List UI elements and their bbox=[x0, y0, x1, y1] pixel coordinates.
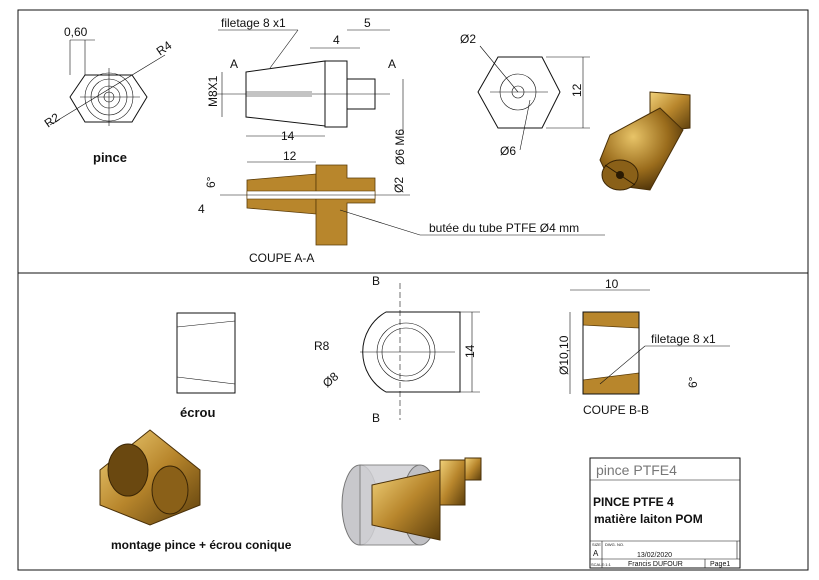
section-a-right: A bbox=[388, 57, 396, 71]
size-value: A bbox=[593, 549, 599, 558]
sheet-border bbox=[17, 9, 809, 571]
ecrou-angle: 6° bbox=[686, 376, 700, 388]
dim-chamfer: 0,60 bbox=[64, 25, 88, 39]
section-b-top: B bbox=[372, 274, 380, 288]
section-a-a: 12 6° 4 Ø2 butée du tube PTFE Ø4 mm COUP… bbox=[198, 149, 605, 265]
scale-label: SCALE:1:1 bbox=[591, 562, 612, 567]
material-note: matière laiton POM bbox=[594, 512, 703, 526]
drawing-title: PINCE PTFE 4 bbox=[593, 495, 674, 509]
section-b-bottom: B bbox=[372, 411, 380, 425]
dim-m6: Ø6 M6 bbox=[393, 129, 407, 165]
dim-r2: R2 bbox=[42, 110, 63, 130]
dim-ecrou-14: 14 bbox=[463, 344, 477, 358]
pince-3d-render bbox=[599, 91, 691, 191]
dim-10: 10 bbox=[605, 277, 619, 291]
section-phi2: Ø2 bbox=[392, 177, 406, 193]
ecrou-side-view: écrou bbox=[176, 312, 236, 420]
ecrou-thread-note: filetage 8 x1 bbox=[651, 332, 716, 346]
thread-note: filetage 8 x1 bbox=[221, 16, 286, 30]
dim-phi10: Ø10,10 bbox=[557, 335, 571, 375]
pince-front-view: 0,60 R4 R2 pince bbox=[42, 25, 175, 165]
author: Francis DUFOUR bbox=[628, 561, 683, 568]
section-dim-12: 12 bbox=[283, 149, 297, 163]
pince-side-view: filetage 8 x1 5 4 A A M8X1 14 Ø6 M6 bbox=[206, 16, 407, 165]
pince-end-view: 12 Ø2 Ø6 bbox=[460, 32, 590, 158]
dim-m8: M8X1 bbox=[206, 75, 220, 107]
dim-5: 5 bbox=[364, 16, 371, 30]
part-name: pince PTFE4 bbox=[596, 462, 677, 478]
dim-14: 14 bbox=[281, 129, 295, 143]
ecrou-3d-render bbox=[99, 429, 201, 526]
dim-r4: R4 bbox=[154, 38, 175, 58]
section-dim-4: 4 bbox=[198, 202, 205, 216]
section-b-b: 10 Ø10,10 filetage 8 x1 6° COUPE B-B bbox=[557, 277, 730, 417]
dim-4: 4 bbox=[333, 33, 340, 47]
dim-phi6: Ø6 bbox=[500, 144, 516, 158]
dim-12: 12 bbox=[570, 83, 584, 97]
section-note: butée du tube PTFE Ø4 mm bbox=[429, 221, 579, 235]
dim-phi2: Ø2 bbox=[460, 32, 476, 46]
size-label: SIZE bbox=[592, 542, 601, 547]
page-number: Page1 bbox=[710, 561, 730, 568]
section-b-label: COUPE B-B bbox=[583, 403, 649, 417]
assembly-label: montage pince + écrou conique bbox=[111, 538, 292, 552]
dim-phi8: Ø8 bbox=[320, 369, 342, 390]
drawing-date: 13/02/2020 bbox=[637, 552, 672, 559]
dwg-no-label: DWG. NO. bbox=[605, 542, 624, 547]
dim-r8: R8 bbox=[314, 339, 330, 353]
section-angle: 6° bbox=[204, 176, 218, 188]
ecrou-label: écrou bbox=[180, 405, 215, 420]
section-a-label: COUPE A-A bbox=[249, 251, 314, 265]
pince-label: pince bbox=[93, 150, 127, 165]
assembly-3d-render: montage pince + écrou conique bbox=[111, 457, 482, 552]
ecrou-front-view: B B R8 Ø8 14 bbox=[314, 274, 480, 425]
title-block: pince PTFE4 PINCE PTFE 4 matière laiton … bbox=[589, 457, 741, 569]
section-a-left: A bbox=[230, 57, 238, 71]
